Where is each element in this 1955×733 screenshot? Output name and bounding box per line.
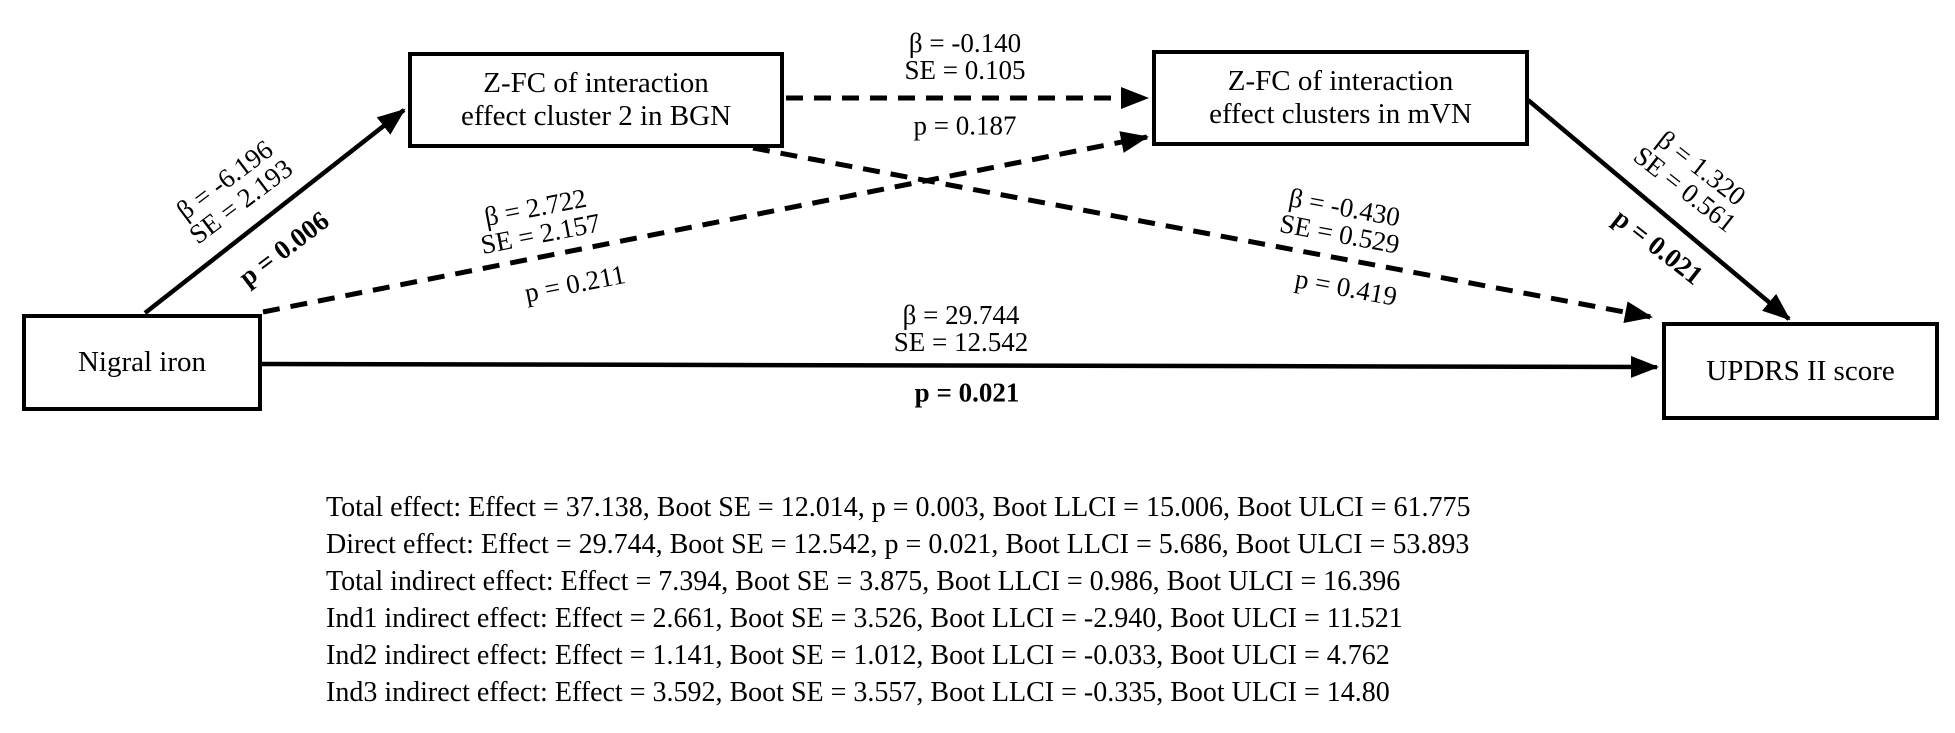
- node-bgn-cluster: Z-FC of interaction effect cluster 2 in …: [408, 52, 784, 148]
- arrow-iron-to-bgn: [143, 108, 406, 315]
- summary-line-ind3-indirect-effect: Ind3 indirect effect: Effect = 3.592, Bo…: [326, 677, 1390, 708]
- effects-summary: Total effect: Effect = 37.138, Boot SE =…: [326, 489, 1471, 711]
- path-stats-bgn-to-mvn: β = -0.140 SE = 0.105: [905, 30, 1026, 84]
- se-value: SE = 0.105: [904, 55, 1026, 85]
- p-value-iron-to-updrs: p = 0.021: [914, 377, 1020, 408]
- arrow-mvn-to-updrs: [1526, 98, 1791, 321]
- beta-value: β = 29.744: [902, 300, 1020, 330]
- path-stats-iron-to-updrs: β = 29.744 SE = 12.542: [894, 302, 1029, 356]
- summary-line-direct-effect: Direct effect: Effect = 29.744, Boot SE …: [326, 529, 1470, 560]
- summary-line-total-effect: Total effect: Effect = 37.138, Boot SE =…: [326, 492, 1471, 523]
- se-value: SE = 12.542: [893, 327, 1029, 357]
- summary-line-total-indirect-effect: Total indirect effect: Effect = 7.394, B…: [326, 566, 1401, 597]
- node-nigral-iron: Nigral iron: [22, 314, 262, 411]
- arrow-iron-to-updrs: [260, 355, 1659, 378]
- node-mvn-clusters: Z-FC of interaction effect clusters in m…: [1152, 50, 1529, 146]
- summary-line-ind1-indirect-effect: Ind1 indirect effect: Effect = 2.661, Bo…: [326, 603, 1403, 634]
- node-updrs-score: UPDRS II score: [1662, 322, 1939, 420]
- beta-value: β = -0.140: [908, 28, 1022, 58]
- arrow-iron-to-mvn: [262, 131, 1149, 315]
- summary-line-ind2-indirect-effect: Ind2 indirect effect: Effect = 1.141, Bo…: [326, 640, 1390, 671]
- arrow-bgn-to-updrs: [752, 145, 1653, 324]
- p-value-bgn-to-mvn: p = 0.187: [913, 110, 1017, 141]
